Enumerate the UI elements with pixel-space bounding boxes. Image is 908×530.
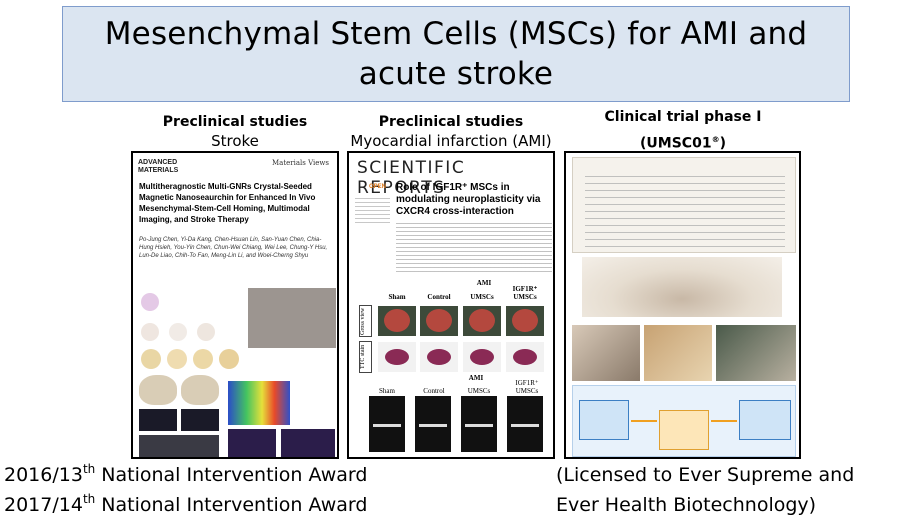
echocardiogram-image xyxy=(507,396,543,452)
echocardiogram-image xyxy=(461,396,497,452)
heart-ttc-image xyxy=(420,342,458,372)
echo-column-label: Control xyxy=(423,387,445,395)
column-heading-title: Clinical trial phase I xyxy=(604,109,762,125)
award-certificate-image xyxy=(572,157,796,253)
clinical-photo xyxy=(572,325,640,381)
cell-dish-image xyxy=(141,349,161,369)
heart-ttc-image xyxy=(378,342,416,372)
column-heading-stroke: Preclinical studies Stroke xyxy=(131,113,339,151)
spectrum-image xyxy=(228,429,276,457)
column-heading-title: Preclinical studies xyxy=(378,114,524,130)
paper-title: Role of IGF1R⁺ MSCs in modulating neurop… xyxy=(396,182,541,217)
cell-dish-image xyxy=(167,349,187,369)
clinical-photo xyxy=(716,325,796,381)
title-line-2: acute stroke xyxy=(358,56,554,92)
award-year: 2017/14 xyxy=(4,494,83,516)
echo-column-label: Sham xyxy=(379,387,395,395)
column-heading-clinical: Clinical trial phase I (UMSC01®) xyxy=(570,108,796,154)
echocardiogram-image xyxy=(415,396,451,452)
cell-dish-image xyxy=(169,323,187,341)
paper-title: Multitheragnostic Multi-GNRs Crystal-See… xyxy=(139,182,316,224)
heart-gross-image xyxy=(463,306,501,336)
award-ordinal: th xyxy=(82,492,96,506)
spectrum-image xyxy=(281,429,335,457)
figure-column-label: Control xyxy=(427,293,451,301)
heart-ttc-image xyxy=(506,342,544,372)
award-name: National Intervention Award xyxy=(95,464,368,486)
figure-column-label: Sham xyxy=(388,293,406,301)
award-name: National Intervention Award xyxy=(95,494,368,516)
column-heading-subtitle: Myocardial infarction (AMI) xyxy=(350,132,552,150)
clinical-photo xyxy=(644,325,712,381)
umsc-prefix: (UMSC01 xyxy=(640,135,712,152)
award-line-2017: 2017/14th National Intervention Award xyxy=(4,493,367,517)
award-line-2016: 2016/13th National Intervention Award xyxy=(4,463,367,487)
mri-scan-image xyxy=(139,435,219,457)
cell-dish-image xyxy=(197,323,215,341)
echo-column-label: UMSCs xyxy=(467,387,491,395)
column-heading-title: Preclinical studies xyxy=(162,114,308,130)
figure-group-label: AMI xyxy=(468,374,484,382)
cell-dish-image xyxy=(141,293,159,311)
column-heading-subtitle: Stroke xyxy=(211,132,259,150)
brain-image xyxy=(181,375,219,405)
heart-gross-image xyxy=(378,306,416,336)
journal-logo: ADVANCED MATERIALS xyxy=(138,159,178,175)
open-access-label: OPEN xyxy=(369,184,387,190)
mechanism-diagram xyxy=(572,385,796,457)
echocardiogram-image xyxy=(369,396,405,452)
article-info-text xyxy=(355,198,390,226)
stem-cell-image xyxy=(582,257,782,317)
figure-row-label: Gross view xyxy=(359,305,372,337)
certificate-text-lines xyxy=(585,176,785,248)
corner-logo: Materials Views xyxy=(271,159,329,167)
journal-logo-line: MATERIALS xyxy=(138,167,179,174)
cell-dish-image xyxy=(219,349,239,369)
figure-column-label: UMSCs xyxy=(470,293,494,301)
paper-authors: Po-Jung Chen, Yi-Da Kang, Chen-Hsuan Lin… xyxy=(139,237,328,259)
diagram-arrow xyxy=(631,420,657,422)
paper-panel-ami: SCIENTIFIC REPORTS OPEN Role of IGF1R⁺ M… xyxy=(347,151,555,459)
figure-row-label: TTC stain xyxy=(359,341,372,373)
registered-mark: ® xyxy=(711,135,720,144)
column-heading-subtitle: (UMSC01®) xyxy=(570,130,796,154)
cell-dish-image xyxy=(193,349,213,369)
diagram-box xyxy=(579,400,629,440)
diagram-arrow xyxy=(711,420,737,422)
column-heading-ami: Preclinical studies Myocardial infarctio… xyxy=(343,113,559,151)
echo-column-label: IGF1R⁺ UMSCs xyxy=(515,379,539,395)
diagram-box xyxy=(739,400,791,440)
mri-image xyxy=(181,409,219,431)
title-banner: Mesenchymal Stem Cells (MSCs) for AMI an… xyxy=(62,6,850,102)
figure-column-label: IGF1R⁺ UMSCs xyxy=(512,285,538,301)
award-ordinal: th xyxy=(82,462,96,476)
paper-panel-stroke: ADVANCED MATERIALS Materials Views Multi… xyxy=(131,151,339,459)
cell-dish-image xyxy=(141,323,159,341)
license-line-2: Ever Health Biotechnology) xyxy=(556,494,817,516)
license-line-1: (Licensed to Ever Supreme and xyxy=(556,464,855,486)
mri-image xyxy=(139,409,177,431)
heart-ttc-image xyxy=(463,342,501,372)
brain-image xyxy=(139,375,177,405)
diagram-box xyxy=(659,410,709,450)
heart-gross-image xyxy=(420,306,458,336)
journal-logo: SCIENTIFIC REPORTS xyxy=(357,158,466,198)
microscopy-image xyxy=(248,288,336,348)
title-line-1: Mesenchymal Stem Cells (MSCs) for AMI an… xyxy=(104,16,808,52)
award-year: 2016/13 xyxy=(4,464,83,486)
heatmap-image xyxy=(228,381,290,425)
clinical-trial-panel xyxy=(564,151,801,459)
umsc-suffix: ) xyxy=(719,135,726,152)
figure-group-label: AMI xyxy=(476,279,492,287)
journal-logo-line: ADVANCED xyxy=(138,159,178,166)
heart-gross-image xyxy=(506,306,544,336)
abstract-text-block xyxy=(396,223,552,273)
